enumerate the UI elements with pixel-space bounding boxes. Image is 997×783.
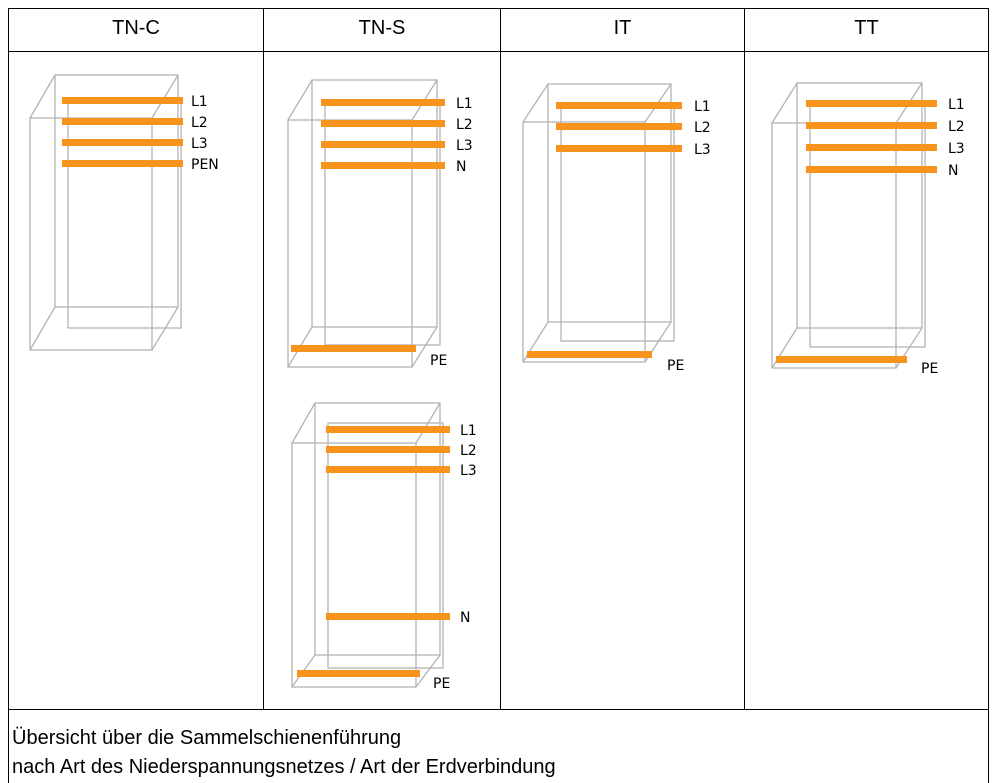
label-tn-c-l1: L1 xyxy=(191,94,208,110)
busbar-tt-n xyxy=(806,166,937,173)
label-tt-l1: L1 xyxy=(948,97,965,113)
busbar-tn-c-pen xyxy=(62,160,183,167)
table-border-left xyxy=(8,8,9,783)
column-header-it: IT xyxy=(613,16,632,39)
label-tn-s-top-l3: L3 xyxy=(456,138,473,154)
busbar-tn-s-top-l2 xyxy=(321,120,445,127)
table-border-top xyxy=(8,8,989,9)
busbar-tn-s-bottom-l3 xyxy=(326,466,450,473)
label-it-l2: L2 xyxy=(694,120,711,136)
cabinet-tn-c xyxy=(29,74,182,351)
label-tt-n: N xyxy=(948,163,958,179)
busbar-tn-s-bottom-pe xyxy=(297,670,420,677)
column-divider-3 xyxy=(744,8,745,710)
caption-line-1: Übersicht über die Sammelschienenführung xyxy=(12,727,402,749)
busbar-tn-s-bottom-n xyxy=(326,613,450,620)
busbar-tt-l2 xyxy=(806,122,937,129)
busbar-tn-s-top-l1 xyxy=(321,99,445,106)
busbar-tt-l1 xyxy=(806,100,937,107)
busbar-tn-c-l2 xyxy=(62,118,183,125)
label-tn-s-bottom-pe: PE xyxy=(433,676,450,692)
label-tn-s-top-l2: L2 xyxy=(456,117,473,133)
table-caption: Übersicht über die Sammelschienenführung… xyxy=(12,724,556,782)
busbar-tn-s-bottom-l1 xyxy=(326,426,450,433)
label-tt-l3: L3 xyxy=(948,141,965,157)
busbar-tn-s-top-l3 xyxy=(321,141,445,148)
busbar-tn-c-l1 xyxy=(62,97,183,104)
label-tn-s-top-pe: PE xyxy=(430,353,447,369)
caption-line-2: nach Art des Niederspannungsnetzes / Art… xyxy=(12,756,556,778)
busbar-tt-l3 xyxy=(806,144,937,151)
busbar-it-pe xyxy=(527,351,652,358)
label-it-l1: L1 xyxy=(694,99,711,115)
busbar-tt-pe xyxy=(776,356,907,363)
label-it-l3: L3 xyxy=(694,142,711,158)
label-tt-pe: PE xyxy=(921,361,938,377)
busbar-tn-s-top-n xyxy=(321,162,445,169)
label-tn-s-top-n: N xyxy=(456,159,466,175)
busbar-tn-c-l3 xyxy=(62,139,183,146)
column-divider-2 xyxy=(500,8,501,710)
label-tn-s-top-l1: L1 xyxy=(456,96,473,112)
cabinet-tn-s-bottom xyxy=(291,402,444,688)
column-header-tn-s: TN-S xyxy=(358,16,406,39)
label-tn-s-bottom-l1: L1 xyxy=(460,423,477,439)
table-border-caption-top xyxy=(8,709,989,710)
busbars xyxy=(62,97,937,677)
busbar-tn-s-bottom-l2 xyxy=(326,446,450,453)
label-tn-c-l3: L3 xyxy=(191,136,208,152)
label-it-pe: PE xyxy=(667,358,684,374)
table-border-header-bottom xyxy=(8,51,989,52)
table-border-right xyxy=(988,8,989,783)
busbar-it-l2 xyxy=(556,123,682,130)
column-divider-1 xyxy=(263,8,264,710)
label-tn-s-bottom-n: N xyxy=(460,610,470,626)
column-header-tn-c: TN-C xyxy=(112,16,160,39)
label-tn-c-l2: L2 xyxy=(191,115,208,131)
busbar-it-l1 xyxy=(556,102,682,109)
label-tn-s-bottom-l2: L2 xyxy=(460,443,477,459)
busbar-it-l3 xyxy=(556,145,682,152)
label-tn-c-pen: PEN xyxy=(191,157,219,173)
column-header-tt: TT xyxy=(854,16,879,39)
busbar-tn-s-top-pe xyxy=(291,345,416,352)
label-tn-s-bottom-l3: L3 xyxy=(460,463,477,479)
label-tt-l2: L2 xyxy=(948,119,965,135)
